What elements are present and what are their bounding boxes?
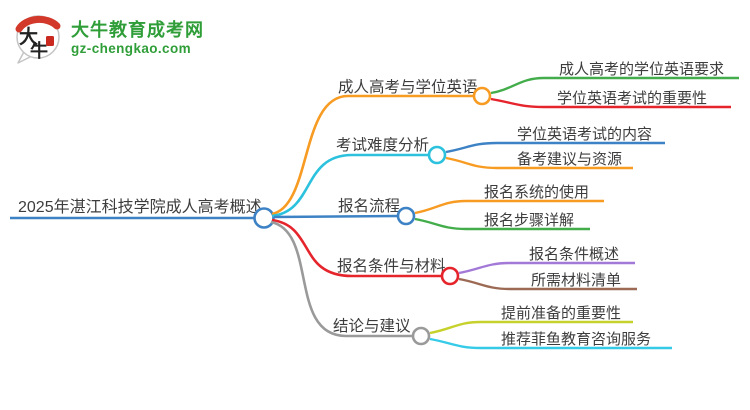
leaf-2-2-label[interactable]: 备考建议与资源 bbox=[517, 151, 622, 168]
branch-4-label[interactable]: 报名条件与材料 bbox=[337, 257, 446, 275]
connector-branch-5-leaf-1 bbox=[429, 320, 633, 335]
branch-2-label[interactable]: 考试难度分析 bbox=[336, 136, 429, 154]
logo-icon-char-top: 大 bbox=[19, 25, 38, 48]
connector-branch-5-leaf-2 bbox=[429, 337, 672, 350]
connector-branch-3-leaf-2 bbox=[414, 217, 590, 231]
connector-branch-4-leaf-1 bbox=[458, 261, 635, 275]
root-node-label[interactable]: 2025年湛江科技学院成人高考概述 bbox=[18, 198, 262, 216]
branch-1-handle[interactable] bbox=[472, 86, 492, 106]
leaf-1-2-label[interactable]: 学位英语考试的重要性 bbox=[557, 89, 707, 107]
branch-3-handle[interactable] bbox=[396, 206, 416, 226]
leaf-1-1-label[interactable]: 成人高考的学位英语要求 bbox=[559, 60, 724, 78]
branch-1-label[interactable]: 成人高考与学位英语 bbox=[338, 78, 478, 96]
logo-domain: gz-chengkao.com bbox=[71, 40, 192, 56]
leaf-4-1-label[interactable]: 报名条件概述 bbox=[529, 246, 619, 263]
connector-branch-4-leaf-2 bbox=[458, 277, 637, 291]
logo-red-arc bbox=[15, 15, 61, 33]
logo-title: 大牛教育成考网 bbox=[71, 19, 204, 40]
branch-2-handle[interactable] bbox=[427, 145, 447, 165]
branch-5-label[interactable]: 结论与建议 bbox=[333, 317, 411, 335]
leaf-3-1-label[interactable]: 报名系统的使用 bbox=[484, 184, 589, 201]
connector-root-to-branch-5 bbox=[270, 220, 412, 338]
connector-branch-2-leaf-2 bbox=[445, 156, 633, 170]
branch-5-handle[interactable] bbox=[411, 326, 431, 346]
connector-branch-3-leaf-1 bbox=[414, 199, 604, 215]
connector-branch-1-leaf-2 bbox=[490, 97, 731, 109]
connector-branch-2-leaf-1 bbox=[445, 141, 665, 154]
leaf-2-1-label[interactable]: 学位英语考试的内容 bbox=[517, 125, 652, 143]
connector-root-to-branch-2 bbox=[271, 153, 428, 218]
branch-4-handle[interactable] bbox=[440, 266, 460, 286]
leaf-4-2-label[interactable]: 所需材料清单 bbox=[531, 272, 621, 289]
connector-root-to-branch-4 bbox=[271, 218, 441, 278]
daniu-logo-icon: 大 牛 bbox=[15, 15, 61, 64]
site-logo[interactable]: 大 牛 大牛教育成考网 gz-chengkao.com bbox=[12, 10, 204, 66]
connector-root-to-branch-3 bbox=[273, 214, 399, 219]
logo-seal-stamp bbox=[46, 36, 54, 46]
leaf-5-2-label[interactable]: 推荐菲鱼教育咨询服务 bbox=[501, 330, 651, 348]
branch-3-label[interactable]: 报名流程 bbox=[338, 197, 400, 215]
root-node-handle[interactable] bbox=[253, 207, 275, 229]
connector-root-to-branch-1 bbox=[271, 94, 473, 216]
leaf-5-1-label[interactable]: 提前准备的重要性 bbox=[501, 305, 621, 322]
logo-icon-char-bottom: 牛 bbox=[30, 40, 48, 61]
connector-branch-1-leaf-1 bbox=[490, 76, 739, 95]
leaf-3-2-label[interactable]: 报名步骤详解 bbox=[484, 212, 574, 229]
